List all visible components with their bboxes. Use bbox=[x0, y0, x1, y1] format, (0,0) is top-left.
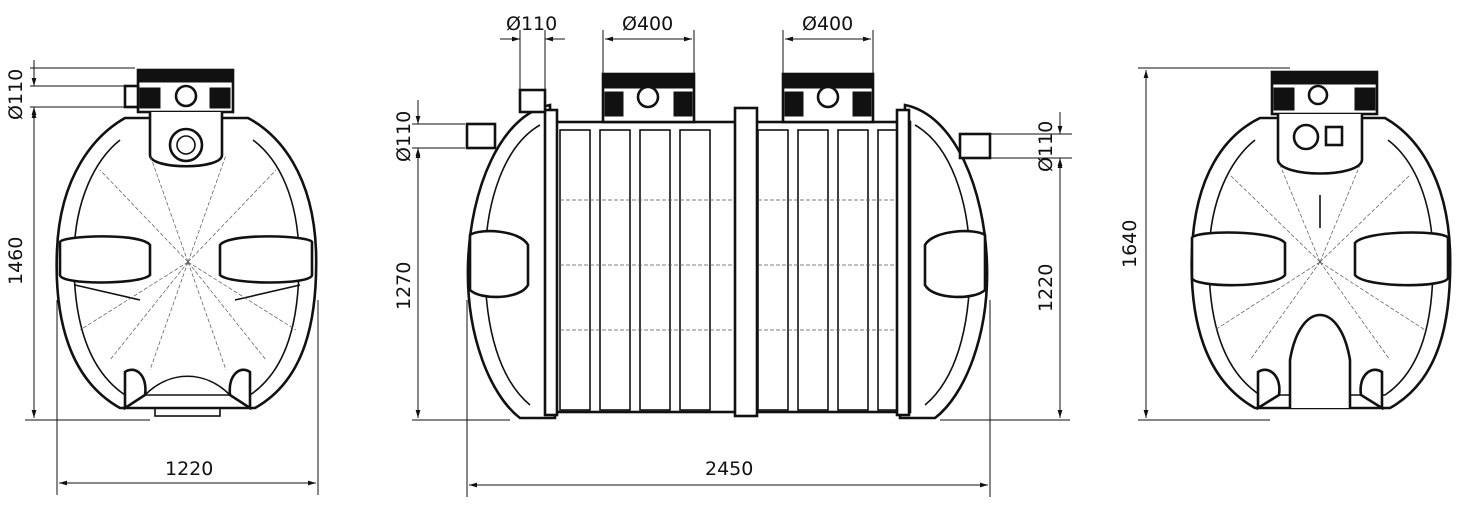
center-manhole1-label: Ø400 bbox=[622, 13, 673, 35]
center-inlet-height-label: 1270 bbox=[393, 262, 415, 310]
center-length-label: 2450 bbox=[705, 458, 753, 480]
right-height-label: 1640 bbox=[1119, 220, 1141, 268]
left-width-label: 1220 bbox=[165, 458, 213, 480]
corrugation-ribs bbox=[559, 129, 907, 411]
center-inlet-label: Ø110 bbox=[506, 13, 557, 35]
center-manhole2-label: Ø400 bbox=[802, 13, 853, 35]
center-outlet-side-label: Ø110 bbox=[1035, 121, 1057, 172]
right-end-view: 1640 bbox=[1119, 67, 1452, 421]
center-outlet-height-label: 1220 bbox=[1035, 264, 1057, 312]
center-side-view: Ø110 Ø400 Ø400 Ø110 1270 Ø110 1220 2450 bbox=[393, 13, 1072, 497]
left-end-view: Ø110 1460 1220 bbox=[5, 60, 319, 495]
left-height-label: 1460 bbox=[5, 237, 27, 285]
center-inlet-side-label: Ø110 bbox=[393, 111, 415, 162]
left-diameter-label: Ø110 bbox=[5, 69, 27, 120]
